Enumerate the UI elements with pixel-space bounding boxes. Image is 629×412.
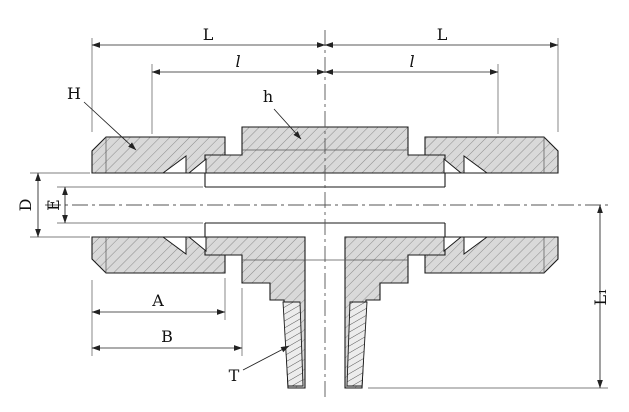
dimension-label-A: A (151, 291, 164, 310)
dimension-E: E (44, 186, 203, 224)
dimension-label-L-right: L (437, 25, 448, 44)
body-lower-right-section (344, 236, 446, 389)
ferrule (463, 155, 489, 174)
leader-line (242, 345, 290, 371)
dimension-label-D: D (16, 199, 35, 212)
callout-h: h (263, 87, 302, 140)
ferrule (187, 157, 207, 174)
dimension-A: A (91, 278, 226, 356)
ferrule (443, 236, 463, 253)
dimension-L-left: L (91, 25, 326, 132)
branch-thread-right (346, 301, 368, 387)
dimension-D: D (16, 172, 90, 238)
dimension-label-l-left: l (235, 52, 240, 71)
dimension-label-L1: L₁ (591, 288, 610, 305)
centerlines (45, 30, 608, 400)
callout-T: T (229, 345, 290, 385)
dimension-L-right: L (324, 25, 559, 132)
callout-label-H: H (67, 84, 81, 103)
branch-thread-left (282, 301, 304, 387)
dimension-B: B (91, 288, 243, 356)
ferrule (443, 157, 463, 174)
callout-H: H (67, 84, 137, 151)
ferrule (463, 236, 489, 255)
ferrule (161, 155, 187, 174)
dimension-label-E: E (44, 199, 63, 211)
body-lower-left-section (204, 236, 306, 389)
callout-label-h: h (263, 87, 273, 106)
dimension-label-B: B (161, 327, 173, 346)
dimension-label-l-right: l (409, 52, 414, 71)
dimension-label-L-left: L (203, 25, 214, 44)
leader-line (273, 108, 302, 140)
dimension-L1: L₁ (368, 204, 610, 389)
ferrule (161, 236, 187, 255)
callout-label-T: T (229, 366, 240, 385)
dimension-l-left: l (151, 52, 326, 134)
ferrule (187, 236, 207, 253)
dimension-l-right: l (324, 52, 499, 134)
leader-line (83, 101, 137, 151)
ferrules (161, 155, 489, 255)
